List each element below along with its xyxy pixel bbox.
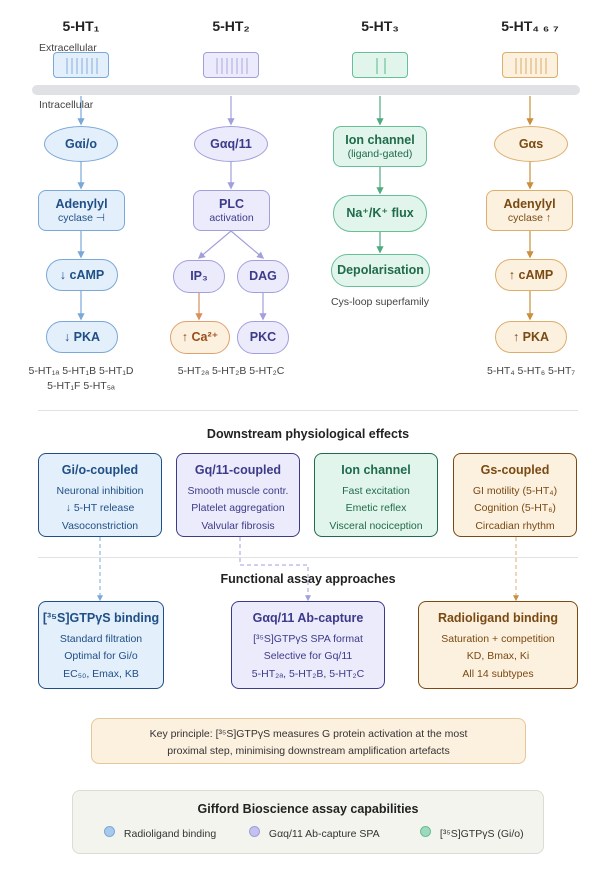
pkc-node: PKC <box>237 321 289 354</box>
5ht467-subtypes-text: 5-HT₄ 5-HT₆ 5-HT₇ <box>487 365 575 377</box>
ip3-node: IP₃ <box>173 260 225 293</box>
5ht1-subtypes-text: 5-HT₁ₐ 5-HT₁B 5-HT₁D 5-HT₁F 5-HT₅ₐ <box>28 365 134 393</box>
effect-card-gq-11: Gq/11-coupled Smooth muscle contr. Plate… <box>176 453 300 537</box>
assay-card-gq-ab-capture: Gαq/11 Ab-capture [³⁵S]GTPγS SPA format … <box>231 601 385 689</box>
capability-label: Radioligand binding <box>123 828 217 840</box>
receptor-5ht2-label: 5-HT₂ <box>212 18 250 34</box>
capabilities-panel: Gifford Bioscience assay capabilities Ra… <box>72 790 544 854</box>
effects-heading: Downstream physiological effects <box>206 427 410 441</box>
section-divider <box>38 557 578 558</box>
assay-card-radioligand-binding: Radioligand binding Saturation + competi… <box>418 601 578 689</box>
capability-item: Gαq/11 Ab-capture SPA <box>249 826 380 840</box>
capabilities-title: Gifford Bioscience assay capabilities <box>197 802 419 816</box>
cys-loop-superfamily-text: Cys-loop superfamily <box>330 296 430 308</box>
ion-channel-node: Ion channel(ligand-gated) <box>333 126 427 167</box>
gq-11-node: Gαq/11 <box>194 126 268 162</box>
effect-card-gi-o: Gi/o-coupled Neuronal inhibition ↓ 5-HT … <box>38 453 162 537</box>
extracellular-label: Extracellular <box>39 42 97 54</box>
gi-o-node: Gαi/o <box>44 126 118 162</box>
dag-node: DAG <box>237 260 289 293</box>
receptor-5ht467-label: 5-HT₄ ₆ ₇ <box>501 18 559 34</box>
pka-decrease-node: ↓ PKA <box>46 321 118 353</box>
cell-membrane <box>32 85 580 95</box>
capability-item: Radioligand binding <box>104 826 216 840</box>
receptor-5ht3-label: 5-HT₃ <box>361 18 399 34</box>
na-k-flux-node: Na⁺/K⁺ flux <box>333 195 427 232</box>
receptor-5ht3-channel-icon <box>352 52 408 78</box>
key-principle-box: Key principle: [³⁵S]GTPγS measures G pro… <box>91 718 526 764</box>
assay-card-gtpgs-binding: [³⁵S]GTPγS binding Standard filtration O… <box>38 601 164 689</box>
effect-card-gs: Gs-coupled GI motility (5-HT₄) Cognition… <box>453 453 577 537</box>
gs-node: Gαs <box>494 126 568 162</box>
ab-capture-legend-dot <box>249 826 260 837</box>
camp-increase-node: ↑ cAMP <box>495 259 567 291</box>
assays-heading: Functional assay approaches <box>220 572 396 586</box>
receptor-5ht2-icon <box>203 52 259 78</box>
capability-label: [³⁵S]GTPγS (Gi/o) <box>439 828 524 840</box>
capability-item: [³⁵S]GTPγS (Gi/o) <box>420 826 524 840</box>
gtpgs-legend-dot <box>420 826 431 837</box>
5ht2-subtypes-text: 5-HT₂ₐ 5-HT₂B 5-HT₂C <box>177 365 285 377</box>
capability-label: Gαq/11 Ab-capture SPA <box>268 828 380 840</box>
depolarisation-node: Depolarisation <box>331 254 430 287</box>
section-divider <box>38 410 578 411</box>
radioligand-legend-dot <box>104 826 115 837</box>
calcium-increase-node: ↑ Ca²⁺ <box>170 321 230 354</box>
pka-increase-node: ↑ PKA <box>495 321 567 353</box>
intracellular-label: Intracellular <box>39 99 94 111</box>
receptor-5ht1-label: 5-HT₁ <box>62 18 100 34</box>
receptor-5ht467-icon <box>502 52 558 78</box>
receptor-5ht1-icon <box>53 52 109 78</box>
camp-decrease-node: ↓ cAMP <box>46 259 118 291</box>
effect-card-ion-channel: Ion channel Fast excitation Emetic refle… <box>314 453 438 537</box>
